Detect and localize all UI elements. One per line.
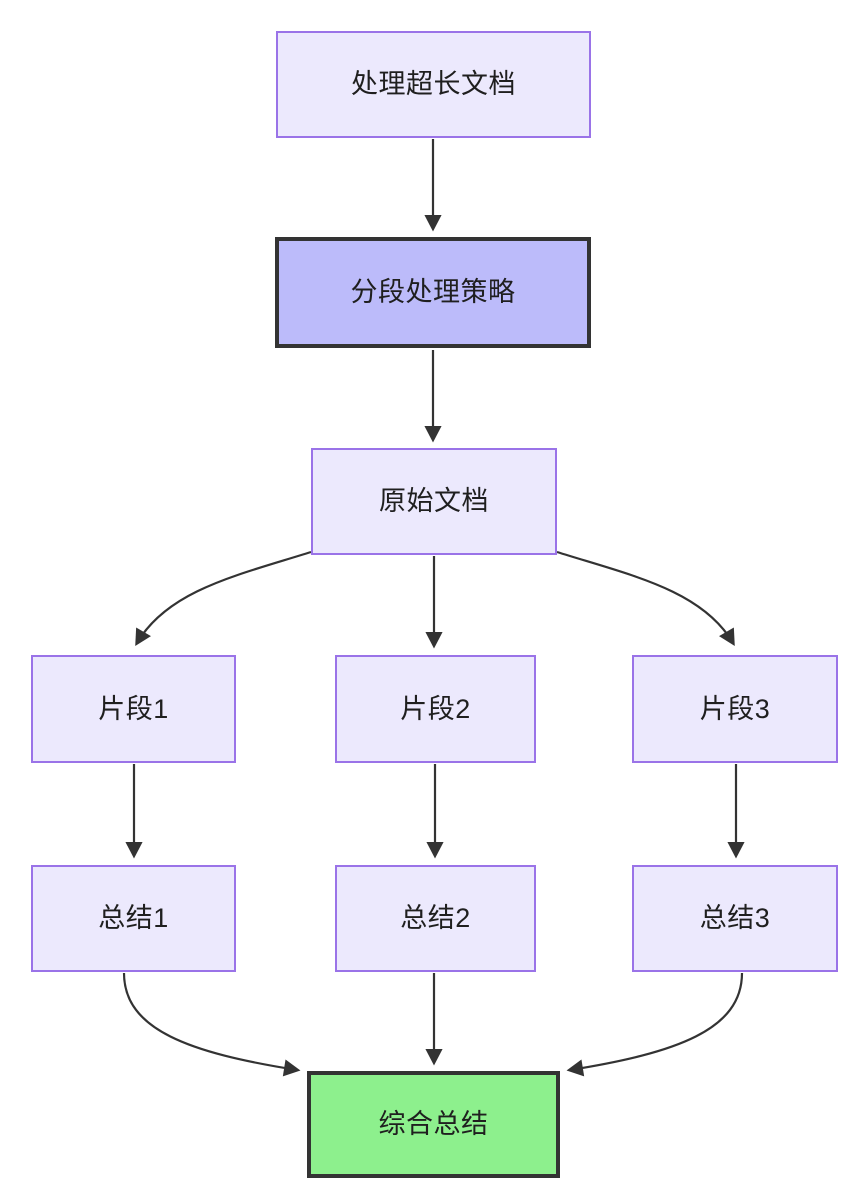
node-fragment-3-label: 片段3: [699, 693, 771, 724]
edge-summary-3-to-final-summary: [566, 972, 744, 1077]
node-summary-2-label: 总结2: [400, 903, 471, 934]
node-source-doc[interactable]: 原始文档: [311, 448, 557, 555]
node-summary-3[interactable]: 总结3: [632, 865, 838, 972]
node-summary-3-label: 总结3: [699, 903, 771, 934]
node-source-doc-label: 原始文档: [379, 486, 489, 517]
node-final-summary[interactable]: 综合总结: [307, 1071, 560, 1178]
edge-source-doc-to-fragment-3: [556, 550, 735, 647]
node-fragment-1[interactable]: 片段1: [31, 655, 236, 763]
node-fragment-3[interactable]: 片段3: [632, 655, 838, 763]
node-long-doc[interactable]: 处理超长文档: [276, 31, 591, 138]
node-summary-1-label: 总结1: [98, 903, 169, 934]
node-chunk-policy[interactable]: 分段处理策略: [275, 237, 591, 348]
node-long-doc-label: 处理超长文档: [351, 69, 516, 100]
node-final-summary-label: 综合总结: [378, 1109, 489, 1140]
node-summary-1[interactable]: 总结1: [31, 865, 236, 972]
node-fragment-2[interactable]: 片段2: [335, 655, 536, 763]
node-fragment-1-label: 片段1: [98, 693, 169, 724]
node-chunk-policy-label: 分段处理策略: [350, 277, 516, 308]
edge-source-doc-to-fragment-1: [135, 550, 312, 647]
edge-summary-1-to-final-summary: [122, 972, 301, 1077]
node-summary-2[interactable]: 总结2: [335, 865, 536, 972]
node-fragment-2-label: 片段2: [400, 693, 471, 724]
